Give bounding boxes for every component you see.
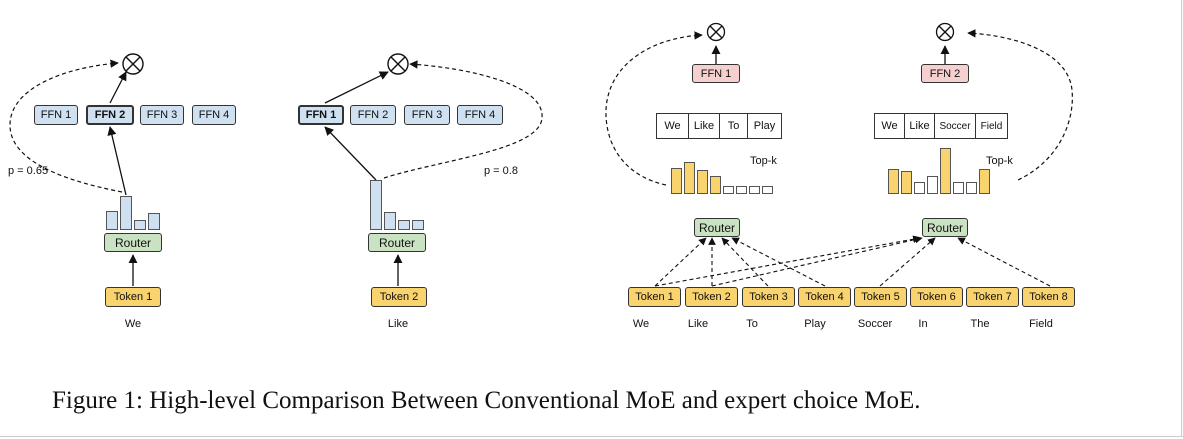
middle-gate-bar: [384, 212, 396, 230]
expert2-seq-cell: Like: [904, 114, 934, 138]
expert2-score-bar: [927, 176, 938, 194]
expert1-router: Router: [694, 218, 740, 237]
middle-gate-bar: [412, 220, 424, 230]
middle-probability-label: p = 0.8: [484, 165, 518, 177]
expert2-ffn-2: FFN 2: [921, 64, 969, 83]
left-gate-bar: [106, 211, 118, 230]
middle-ffn-1-selected: FFN 1: [298, 105, 344, 125]
expert1-dashed-path: [605, 31, 703, 186]
left-output-otimes-icon: [122, 53, 144, 75]
expert1-score-bar: [749, 186, 760, 194]
expert2-seq-cell: We: [881, 120, 898, 132]
expert1-score-bar: [684, 162, 695, 194]
token-8: Token 8: [1022, 287, 1075, 307]
expert1-selected-sequence: We Like To Play: [656, 113, 782, 139]
word-2: Like: [687, 318, 709, 330]
middle-ffn-4: FFN 4: [457, 105, 503, 125]
token-5: Token 5: [854, 287, 907, 307]
word-1: We: [632, 318, 650, 330]
expert2-score-bar: [901, 171, 912, 194]
token-router-dashed-arrows: [654, 235, 1051, 287]
expert2-seq-cell: Soccer: [934, 114, 975, 138]
word-4: Play: [804, 318, 826, 330]
left-word: We: [124, 318, 142, 330]
token-4: Token 4: [798, 287, 851, 307]
expert1-score-bar: [710, 176, 721, 194]
word-6: In: [918, 318, 928, 330]
left-bar-to-ffn-arrow: [107, 126, 127, 196]
bottom-divider: [0, 436, 1183, 437]
middle-output-otimes-icon: [387, 53, 409, 75]
expert1-score-bar: [723, 186, 734, 194]
left-gate-bar: [134, 220, 146, 230]
expert1-seq-cell: Play: [747, 114, 781, 138]
left-gate-bar: [120, 196, 132, 230]
expert1-topk-label: Top-k: [750, 155, 777, 167]
word-3: To: [746, 318, 758, 330]
middle-dashed-path: [383, 60, 543, 179]
left-ffn-to-output-arrow: [109, 71, 127, 104]
word-8: Field: [1029, 318, 1053, 330]
figure-caption: Figure 1: High-level Comparison Between …: [52, 387, 921, 414]
middle-gate-bar: [370, 180, 382, 230]
middle-ffn-to-output-arrow: [324, 71, 389, 104]
middle-gate-bar: [398, 220, 410, 230]
word-5: Soccer: [857, 318, 893, 330]
left-ffn-1: FFN 1: [34, 105, 78, 125]
middle-ffn-3: FFN 3: [404, 105, 450, 125]
expert2-router: Router: [922, 218, 968, 237]
word-7: The: [970, 318, 990, 330]
expert2-seq-cell: Field: [975, 114, 1007, 138]
expert1-score-bar: [762, 186, 773, 194]
expert2-score-bar: [888, 169, 899, 194]
token-7: Token 7: [966, 287, 1019, 307]
expert1-score-bar: [736, 186, 747, 194]
expert2-score-bar: [979, 169, 990, 194]
expert2-selected-sequence: We Like Soccer Field: [874, 113, 1008, 139]
expert1-output-otimes-icon: [706, 22, 726, 42]
left-probability-label: p = 0.65: [8, 165, 49, 177]
left-token-1: Token 1: [105, 287, 161, 307]
token-1: Token 1: [628, 287, 681, 307]
middle-ffn-2: FFN 2: [350, 105, 396, 125]
right-divider: [1181, 0, 1182, 436]
expert1-seq-cell: Like: [688, 114, 719, 138]
middle-word: Like: [387, 318, 409, 330]
expert2-score-bar: [940, 148, 951, 194]
middle-router: Router: [368, 233, 426, 252]
left-ffn-4: FFN 4: [192, 105, 236, 125]
token-3: Token 3: [742, 287, 795, 307]
expert1-score-bar: [697, 170, 708, 194]
expert1-seq-cell: To: [719, 114, 747, 138]
middle-token-2: Token 2: [371, 287, 427, 307]
left-router: Router: [104, 233, 162, 252]
expert1-score-bar: [671, 168, 682, 194]
expert2-output-otimes-icon: [935, 22, 955, 42]
left-gate-bar: [148, 213, 160, 230]
expert2-score-bar: [966, 182, 977, 194]
expert2-dashed-path: [967, 29, 1073, 181]
middle-bar-to-ffn-arrow: [324, 126, 377, 181]
expert2-topk-label: Top-k: [986, 155, 1013, 167]
expert1-ffn-1: FFN 1: [692, 64, 740, 83]
expert2-score-bar: [914, 182, 925, 194]
token-6: Token 6: [910, 287, 963, 307]
token-2: Token 2: [685, 287, 738, 307]
left-ffn-3: FFN 3: [140, 105, 184, 125]
expert2-score-bar: [953, 182, 964, 194]
expert1-seq-cell: We: [664, 120, 681, 132]
left-ffn-2-selected: FFN 2: [86, 105, 134, 125]
